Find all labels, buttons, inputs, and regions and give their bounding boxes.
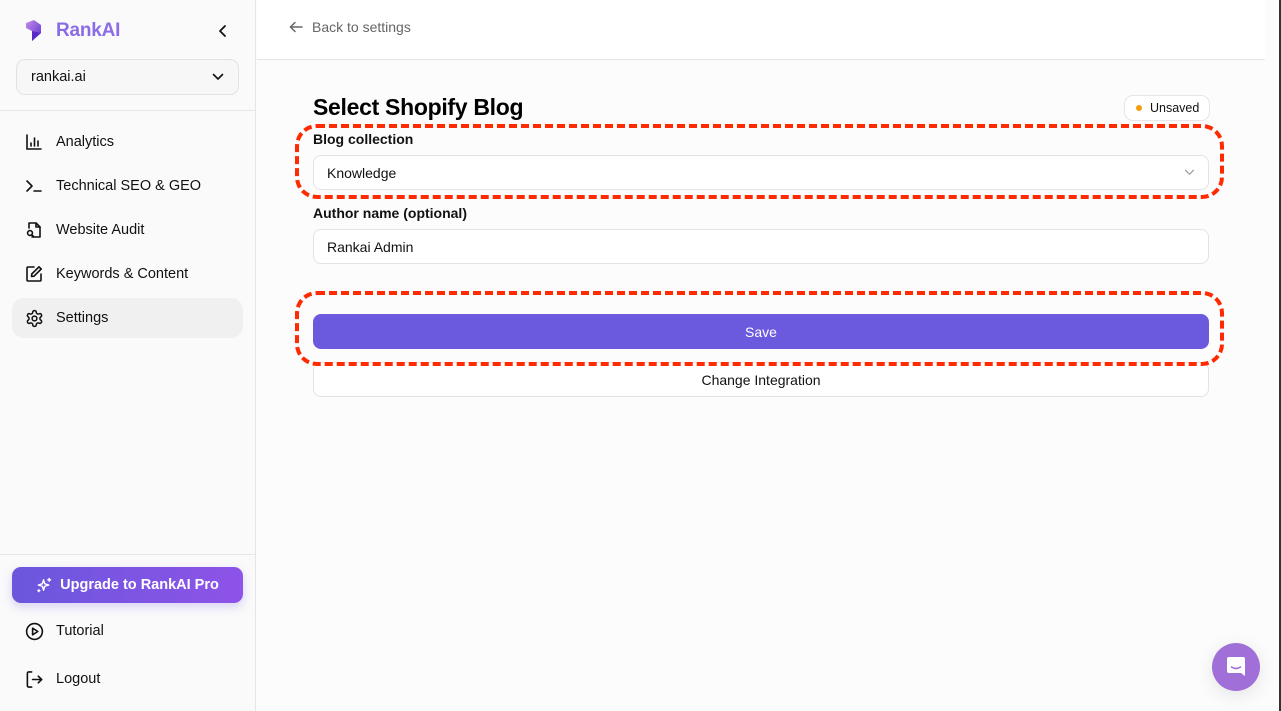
sidebar-item-website-audit[interactable]: Website Audit [12,210,243,250]
rankai-logo-icon [26,20,41,41]
blog-collection-label: Blog collection [313,131,414,147]
bar-chart-icon [24,132,44,152]
change-integration-label: Change Integration [701,371,821,388]
status-badge-label: Unsaved [1150,101,1200,115]
sparkles-icon [36,577,53,594]
edit-icon [24,264,44,284]
chat-widget-button[interactable] [1212,643,1260,691]
save-button[interactable]: Save [313,314,1209,349]
sidebar-item-label: Analytics [56,134,115,150]
back-to-settings-link[interactable]: Back to settings [289,19,411,35]
sidebar-item-settings[interactable]: Settings [12,298,243,338]
top-bar: Back to settings [257,0,1265,60]
blog-collection-value: Knowledge [327,164,397,181]
site-selector-value: rankai.ai [31,69,86,85]
file-search-icon [24,220,44,240]
status-badge: Unsaved [1124,95,1211,121]
chevron-down-icon [1184,169,1195,176]
blog-collection-select[interactable]: Knowledge [313,155,1209,190]
sidebar-item-logout[interactable]: Logout [24,667,100,691]
brand-name: RankAI [56,20,121,41]
save-button-label: Save [745,323,777,340]
back-link-label: Back to settings [312,19,411,35]
sidebar-divider [0,110,256,111]
author-name-input[interactable] [327,238,1195,255]
collapse-sidebar-button[interactable] [214,20,232,42]
status-dot-icon [1136,105,1142,111]
logout-icon [24,669,44,689]
sidebar-item-analytics[interactable]: Analytics [12,122,243,162]
change-integration-button[interactable]: Change Integration [313,362,1209,397]
gear-icon [24,308,44,328]
sidebar-divider [0,554,256,555]
author-name-label: Author name (optional) [313,205,467,221]
upgrade-button-label: Upgrade to RankAI Pro [60,577,219,593]
sidebar: RankAI rankai.ai Analytics Technical SEO… [0,0,256,711]
sidebar-item-label: Keywords & Content [56,266,189,282]
page-title: Select Shopify Blog [313,94,524,120]
terminal-icon [24,176,44,196]
brand[interactable]: RankAI [24,18,120,44]
sidebar-item-label: Website Audit [56,222,145,238]
window-edge [1279,0,1281,711]
chat-bubble-icon [1227,657,1245,676]
sidebar-item-keywords-content[interactable]: Keywords & Content [12,254,243,294]
sidebar-item-label: Technical SEO & GEO [56,178,202,194]
sidebar-item-label: Logout [56,671,101,687]
site-selector[interactable]: rankai.ai [16,59,239,95]
sidebar-item-label: Settings [56,310,109,326]
sidebar-nav: Analytics Technical SEO & GEO Website Au… [12,122,243,342]
chevron-left-icon [219,25,226,37]
sidebar-item-technical-seo[interactable]: Technical SEO & GEO [12,166,243,206]
sidebar-item-tutorial[interactable]: Tutorial [24,619,104,643]
arrow-left-icon [289,21,303,33]
upgrade-button[interactable]: Upgrade to RankAI Pro [12,567,243,603]
sidebar-item-label: Tutorial [56,623,104,639]
author-name-field[interactable] [313,229,1209,264]
play-circle-icon [24,621,44,641]
chevron-down-icon [212,73,224,81]
